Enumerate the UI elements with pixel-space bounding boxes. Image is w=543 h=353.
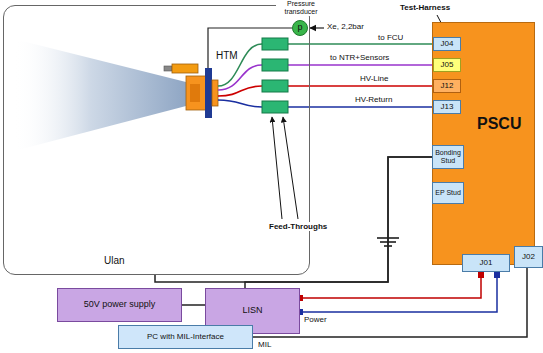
annotation-label: Xe, 2,2bar [327, 22, 364, 31]
terminal [478, 272, 484, 278]
annotation-label: to FCU [378, 33, 403, 42]
thruster-body [186, 76, 206, 110]
leader-arrow [283, 117, 298, 219]
connector: J01 [462, 254, 510, 272]
node-text: J12 [441, 82, 454, 91]
thruster-flange [205, 68, 212, 118]
pscu-box: PSCU J04J05J12J13Bonding Stud EP StudJ01 J0… [432, 22, 535, 265]
annotation-label: Pressure transducer [276, 0, 326, 16]
connector: J13 [433, 100, 461, 114]
terminal [494, 272, 500, 278]
connector: J05 [433, 58, 461, 72]
node-text: EP Stud [435, 189, 461, 197]
cathode-tube [164, 66, 172, 71]
connector-wire [245, 157, 432, 288]
annotation-label: Test-Harness [400, 3, 450, 12]
feed-through [262, 101, 288, 113]
xenon-feed-arrow [310, 27, 324, 28]
annotation-label: HTM [216, 50, 238, 62]
node-text: p [297, 23, 302, 33]
node-text: Bonding Stud [433, 149, 463, 164]
node-text: Ulan [104, 255, 125, 266]
connector [155, 157, 432, 282]
connector-wire [182, 304, 205, 306]
annotation-label: to NTR+Sensors [330, 53, 389, 62]
node-text: J04 [441, 40, 454, 49]
node-text: J01 [480, 259, 493, 268]
node-text: J05 [441, 61, 454, 70]
connector: J12 [433, 79, 461, 93]
annotation-label: Feed-Throughs [268, 222, 328, 231]
annotation-label: HV-Line [360, 74, 388, 83]
connector-label: MIL [258, 340, 271, 349]
feed-through [262, 59, 288, 71]
vacuum-chamber: Ulan p [3, 5, 310, 275]
thruster-channel [190, 84, 200, 102]
thruster-back [212, 80, 218, 106]
connector [182, 305, 205, 306]
connector-wire [300, 272, 481, 298]
feed-through [262, 80, 288, 92]
node-text: PSCU [477, 115, 521, 133]
hv-line-wire [218, 86, 262, 96]
node-text: J02 [522, 253, 535, 262]
connector: J02 [514, 246, 543, 268]
hv-return-wire [218, 100, 262, 107]
connector: J04 [433, 37, 461, 51]
node-text: PC with MIL-Interface [147, 333, 224, 342]
connector-wire [300, 272, 497, 312]
ep-stud: EP Stud [432, 182, 464, 204]
feed-through [262, 38, 288, 50]
connector-label: Power [304, 315, 327, 324]
leader-arrow [272, 117, 282, 219]
connector [297, 272, 500, 315]
bonding-stud: Bonding Stud [432, 145, 464, 169]
cathode [172, 64, 198, 73]
connector-wire [155, 157, 432, 282]
node-text: J13 [441, 103, 454, 112]
node-text: 50V power supply [84, 300, 156, 310]
connector [245, 157, 432, 288]
node-text: LISN [242, 306, 262, 316]
plasma-plume [13, 40, 186, 150]
pressure-transducer: p [292, 20, 308, 36]
power-supply: 50V power supply [57, 288, 182, 322]
annotation-label: HV-Return [355, 95, 392, 104]
pc-box: PC with MIL-Interface [118, 325, 253, 349]
